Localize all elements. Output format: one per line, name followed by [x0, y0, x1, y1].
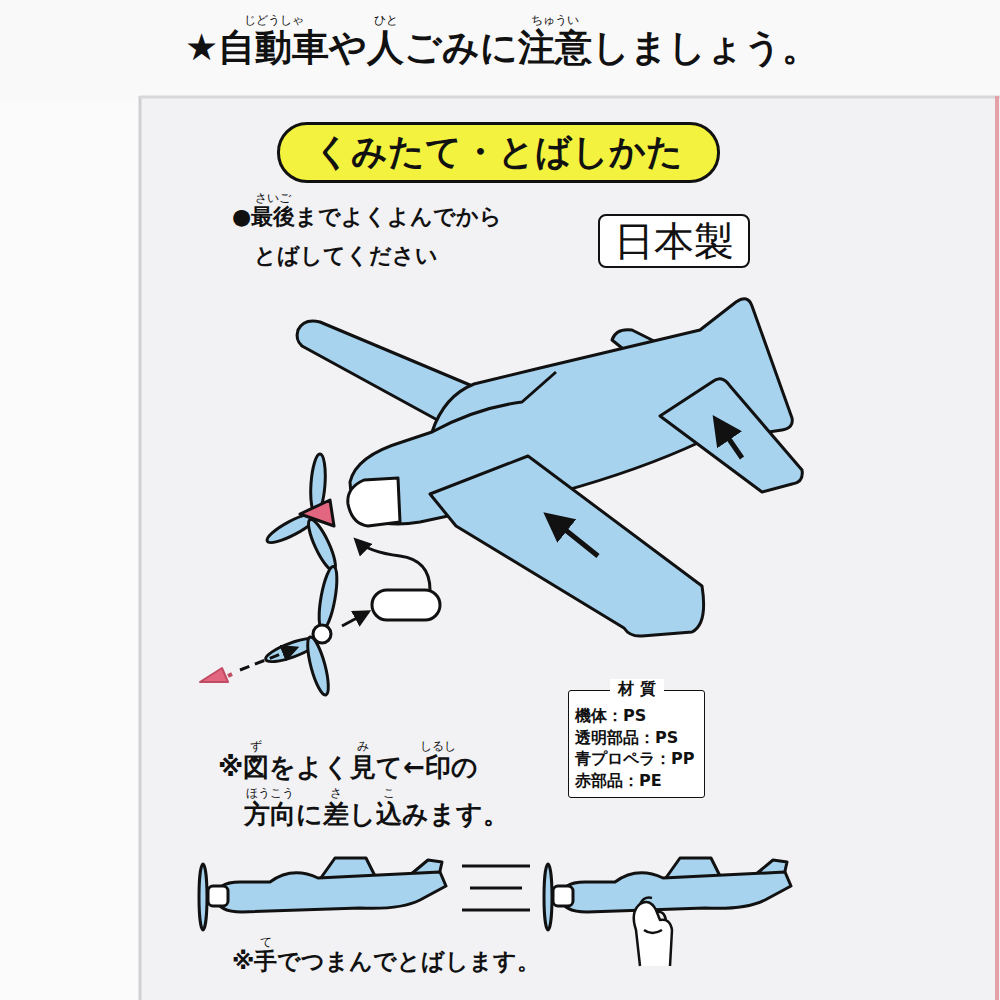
- safety-note: ★自動車や人ごみに注意しましょう。: [185, 18, 819, 77]
- furigana: ひと: [374, 14, 398, 27]
- airplane-side-right: [544, 858, 791, 930]
- title-banner: くみたて・とばしかた: [277, 122, 720, 183]
- speed-lines-stroke: [462, 865, 530, 868]
- sheet-stroke: [140, 96, 1000, 99]
- parts-exploded-stroke: [313, 625, 331, 643]
- materials-box: 材 質機体：PS透明部品：PS青プロペラ：PP赤部品：PE: [568, 690, 705, 798]
- furigana: こ: [383, 787, 395, 800]
- materials-line: 機体：PS: [575, 705, 694, 727]
- furigana: み: [357, 740, 369, 753]
- sheet-stroke: [995, 96, 999, 1000]
- sheet-stroke: [139, 96, 142, 1000]
- box-text: 日本製: [614, 216, 734, 266]
- airplane-side-left: [199, 858, 446, 930]
- box-text: くみたて・とばしかた: [314, 129, 683, 176]
- sheet-stroke: [140, 96, 1000, 1000]
- airplane-side-left-stroke: [199, 864, 207, 930]
- parts-exploded: [200, 540, 440, 697]
- furigana: しるし: [420, 740, 456, 753]
- parts-exploded-stroke: [303, 635, 332, 697]
- speed-lines-stroke: [462, 909, 530, 912]
- furigana: て: [260, 936, 272, 949]
- airplane-main-stroke: [300, 500, 334, 526]
- materials-line: 透明部品：PS: [575, 727, 694, 749]
- materials-line: 赤部品：PE: [575, 770, 694, 792]
- airplane-main-stroke: [548, 516, 598, 556]
- parts-exploded-stroke: [356, 540, 430, 590]
- airplane-main-stroke: [432, 372, 556, 432]
- hand: [634, 898, 672, 966]
- instruction-text: ※手でつまんでとばします。: [232, 942, 540, 981]
- parts-exploded-stroke: [228, 674, 232, 676]
- furigana: じどうしゃ: [244, 14, 304, 27]
- parts-exploded-stroke: [316, 565, 341, 630]
- airplane-main-stroke: [660, 379, 802, 492]
- airplane-side-right-stroke: [561, 872, 791, 912]
- furigana: ちゅうい: [531, 14, 579, 27]
- furigana: ず: [250, 740, 262, 753]
- airplane-side-right-stroke: [544, 864, 552, 930]
- furigana: ほうこう: [246, 787, 294, 800]
- airplane-main-stroke: [716, 420, 742, 458]
- speed-lines: [462, 866, 530, 910]
- hand-stroke: [634, 902, 672, 966]
- origin-box: 日本製: [598, 214, 750, 268]
- instruction-text: ●最後までよくよんでから とばしてください: [232, 198, 554, 275]
- materials-heading: 材 質: [569, 679, 704, 700]
- hand-stroke: [656, 912, 666, 920]
- airplane-main-stroke: [348, 478, 400, 526]
- airplane-side-right-stroke: [553, 886, 573, 906]
- furigana: さ: [330, 787, 342, 800]
- materials-line: 青プロペラ：PP: [575, 748, 694, 770]
- sheet-stroke: [0, 0, 1000, 100]
- speed-lines-stroke: [470, 887, 522, 890]
- parts-exploded-stroke: [200, 668, 228, 682]
- airplane-main-stroke: [430, 456, 704, 636]
- parts-exploded-stroke: [342, 612, 368, 626]
- parts-exploded-stroke: [240, 648, 296, 670]
- hand-stroke: [640, 898, 652, 904]
- airplane-side-left-stroke: [208, 886, 228, 906]
- airplane-main: [264, 299, 802, 636]
- parts-exploded-stroke: [372, 590, 440, 620]
- airplane-side-left-stroke: [216, 872, 446, 912]
- hand-stroke: [644, 930, 662, 933]
- furigana: さいご: [255, 192, 291, 205]
